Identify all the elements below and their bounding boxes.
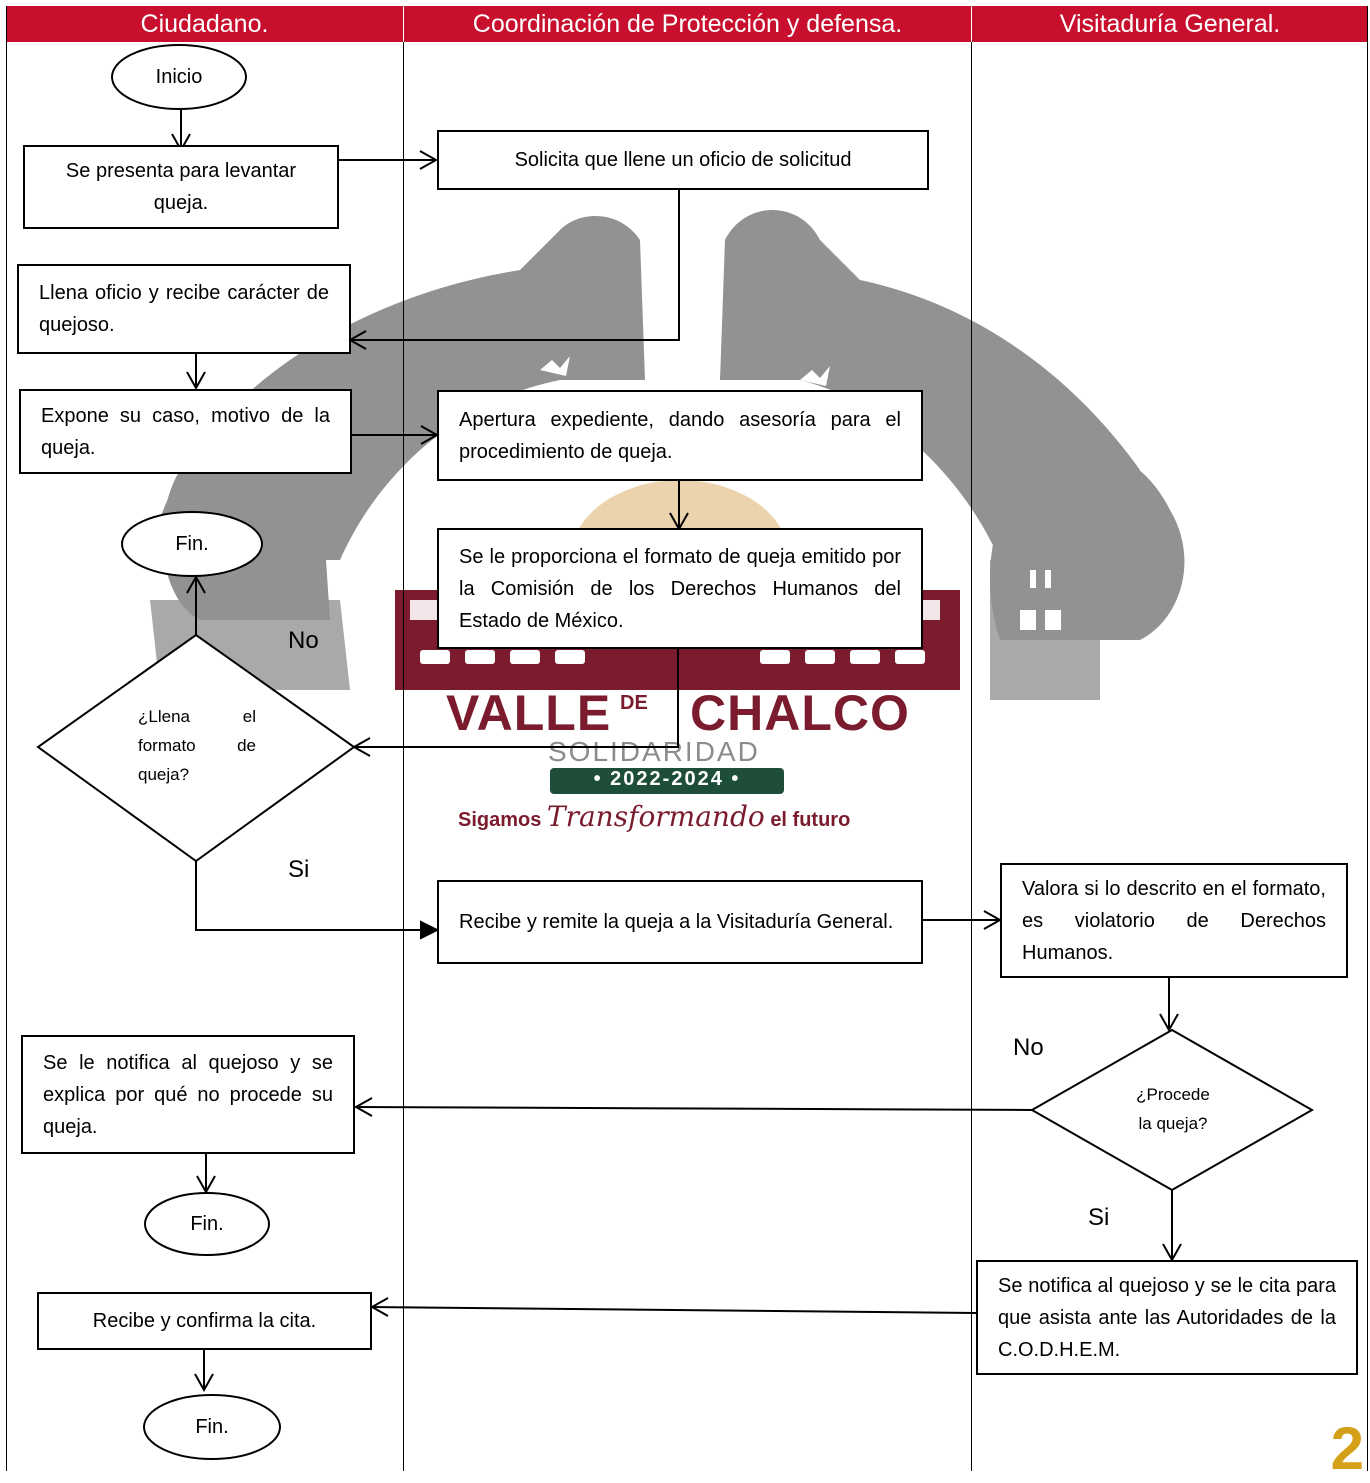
process-open-file-text: Apertura expediente, dando asesoría para… (459, 408, 901, 463)
branch-si-1: Si (288, 856, 309, 884)
start-node: Inicio (112, 45, 246, 109)
process-request-form-text: Solicita que llene un oficio de solicitu… (514, 149, 852, 171)
lane-header-citizen: Ciudadano. (6, 6, 404, 42)
watermark-name-1: VALLE (446, 685, 612, 741)
process-notify-reject-text: Se le notifica al quejoso y se explica p… (43, 1051, 333, 1138)
end-node-2: Fin. (145, 1193, 269, 1255)
process-provide-format-text: Se le proporciona el formato de queja em… (459, 545, 901, 632)
watermark-sub: SOLIDARIDAD (548, 736, 760, 767)
lane-header-visitaduria: Visitaduría General. (972, 6, 1368, 42)
branch-si-2: Si (1088, 1204, 1109, 1232)
watermark-years: • 2022-2024 • (593, 768, 741, 790)
watermark-text: VALLE DE CHALCO SOLIDARIDAD • 2022-2024 … (440, 684, 940, 834)
process-present-text: Se presenta para levantar queja. (65, 160, 297, 214)
end-2-ellipse (144, 1192, 270, 1256)
end-node-1: Fin. (122, 512, 262, 576)
process-receive-forward-text: Recibe y remite la queja a la Visitadurí… (459, 911, 894, 933)
lane-header-coordination-label: Coordinación de Protección y defensa. (472, 9, 903, 38)
process-expose-case: Expone su caso, motivo de la queja. (19, 389, 352, 474)
decision-proceed-text: ¿Procede la queja? (1136, 1085, 1210, 1133)
watermark-name-2: CHALCO (690, 685, 910, 741)
process-receive-forward: Recibe y remite la queja a la Visitadurí… (437, 880, 923, 964)
process-notify-reject: Se le notifica al quejoso y se explica p… (21, 1035, 355, 1154)
process-request-form: Solicita que llene un oficio de solicitu… (437, 130, 929, 190)
process-notify-appointment-text: Se notifica al quejoso y se le cita para… (998, 1274, 1336, 1361)
watermark-slogan-3: el futuro (770, 809, 851, 831)
lane-divider-right (1367, 6, 1368, 1471)
end-2-label: Fin. (190, 1212, 224, 1235)
end-3-ellipse (143, 1394, 281, 1460)
process-confirm-text: Recibe y confirma la cita. (92, 1310, 317, 1332)
end-node-3: Fin. (144, 1395, 280, 1459)
lane-header-visitaduria-label: Visitaduría General. (1059, 9, 1281, 38)
process-present: Se presenta para levantar queja. (23, 145, 339, 229)
watermark-slogan-2: Transformando (546, 800, 765, 833)
watermark-slogan-1: Sigamos (458, 809, 542, 831)
process-notify-appointment: Se notifica al quejoso y se le cita para… (976, 1260, 1358, 1375)
branch-no-2-text: No (1013, 1034, 1044, 1061)
lane-header-coordination: Coordinación de Protección y defensa. (404, 6, 972, 42)
lane-divider-left (6, 6, 7, 1471)
process-provide-format: Se le proporciona el formato de queja em… (437, 528, 923, 649)
process-open-file: Apertura expediente, dando asesoría para… (437, 390, 923, 481)
process-fill-form-text: Llena oficio y recibe carácter de quejos… (39, 282, 329, 336)
watermark-name-de: DE (620, 692, 648, 714)
branch-no-1-text: No (288, 627, 319, 654)
start-label: Inicio (155, 65, 203, 88)
process-evaluate-text: Valora si lo descrito en el formato, es … (1022, 877, 1326, 964)
end-3-label: Fin. (195, 1415, 229, 1438)
branch-si-1-text: Si (288, 856, 310, 883)
decision-fill: ¿Llena el formato de queja? (138, 702, 256, 789)
lane-header-citizen-label: Ciudadano. (140, 9, 269, 38)
lane-divider-1 (403, 42, 404, 1471)
process-confirm: Recibe y confirma la cita. (37, 1292, 372, 1350)
process-fill-form: Llena oficio y recibe carácter de quejos… (17, 264, 351, 354)
process-expose-case-text: Expone su caso, motivo de la queja. (41, 404, 330, 459)
start-ellipse (111, 44, 247, 110)
end-1-label: Fin. (175, 532, 209, 555)
lane-divider-2 (971, 42, 972, 1471)
decision-proceed: ¿Procede la queja? (1128, 1080, 1218, 1138)
decision-fill-text: ¿Llena el formato de queja? (138, 707, 256, 784)
process-evaluate: Valora si lo descrito en el formato, es … (1000, 863, 1348, 978)
end-1-ellipse (121, 511, 263, 577)
branch-no-1: No (288, 627, 319, 655)
branch-si-2-text: Si (1088, 1204, 1110, 1231)
page-number-text: 2 (1330, 1415, 1364, 1482)
branch-no-2: No (1013, 1034, 1044, 1062)
page-number: 2 (1331, 1414, 1364, 1483)
